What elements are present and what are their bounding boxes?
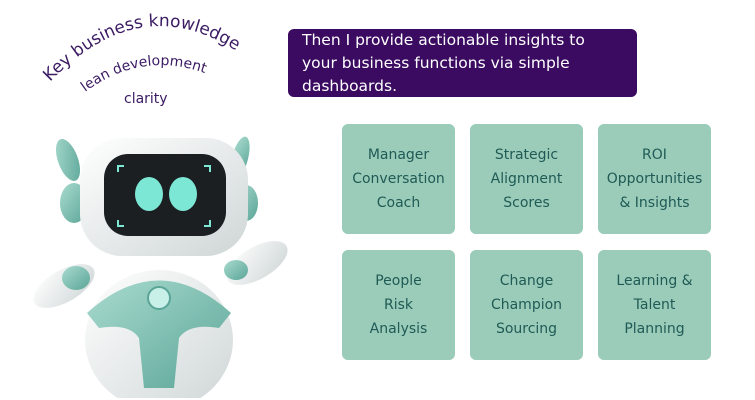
left-arm [33, 264, 95, 308]
card-change-champion-sourcing: Change Champion Sourcing [470, 250, 583, 360]
face-screen [104, 154, 226, 236]
card-manager-conversation-coach: Manager Conversation Coach [342, 124, 455, 234]
tagline-arc: Key business knowledge lean development … [39, 11, 243, 107]
card-people-risk-analysis: People Risk Analysis [342, 250, 455, 360]
right-shoulder [224, 260, 248, 280]
card-label: Manager Conversation Coach [352, 147, 445, 211]
chest-button [147, 286, 171, 310]
card-roi-opportunities-insights: ROI Opportunities & Insights [598, 124, 711, 234]
tagline-line-2: lean development [78, 53, 209, 95]
left-antenna [55, 139, 81, 181]
body-panel [87, 280, 231, 388]
left-eye [135, 177, 163, 211]
card-label: Change Champion Sourcing [490, 273, 563, 337]
robot-mascot-illustration [33, 136, 288, 398]
insights-banner: Then I provide actionable insights to yo… [288, 29, 637, 97]
card-learning-talent-planning: Learning & Talent Planning [598, 250, 711, 360]
banner-text: Then I provide actionable insights to yo… [302, 30, 585, 95]
card-strategic-alignment-scores: Strategic Alignment Scores [470, 124, 583, 234]
tagline-line-3: clarity [124, 91, 168, 107]
right-eye [169, 177, 197, 211]
card-label: ROI Opportunities & Insights [606, 147, 703, 211]
tagline-line-1: Key business knowledge [39, 11, 243, 85]
left-shoulder [62, 266, 90, 290]
card-label: Learning & Talent Planning [616, 273, 693, 337]
card-label: People Risk Analysis [369, 273, 428, 337]
card-label: Strategic Alignment Scores [490, 147, 563, 211]
feature-card-grid: Manager Conversation Coach Strategic Ali… [342, 124, 711, 360]
